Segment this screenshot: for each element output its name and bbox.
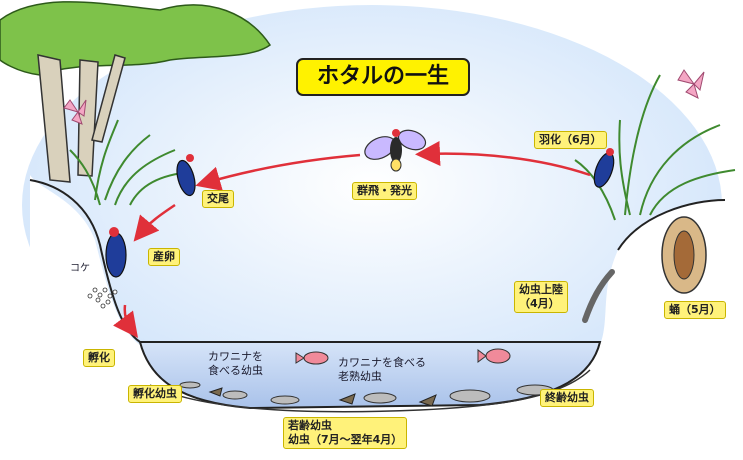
grass-right [574, 74, 736, 221]
pupa-cocoon [661, 216, 707, 294]
egg-laying-firefly [105, 227, 127, 278]
label-larva-landing: 幼虫上陸 （4月） [514, 281, 568, 313]
label-mating: 交尾 [202, 190, 234, 208]
mating-fireflies [176, 154, 196, 197]
landing-larva [582, 269, 615, 323]
swarm-firefly [364, 129, 427, 172]
lily-right [677, 69, 705, 99]
label-emergence: 羽化（6月） [534, 131, 607, 149]
arrow-mating-to-egg [133, 203, 176, 242]
arrow-egg-to-hatch [113, 304, 138, 339]
eggs [87, 287, 118, 309]
page-title: ホタルの一生 [296, 58, 470, 96]
fish-1 [295, 351, 329, 365]
label-pupa: 蛹（5月） [664, 301, 726, 319]
lily-left [63, 99, 87, 125]
label-larva-eating-snail: カワニナを 食べる幼虫 [208, 350, 263, 378]
lifecycle-arrows [113, 140, 591, 339]
label-swarm-glow: 群飛・発光 [352, 182, 417, 200]
label-final-larva: 終齢幼虫 [540, 389, 594, 407]
label-moss: コケ [70, 263, 90, 274]
bottom-larvae [179, 381, 554, 405]
grass-left [69, 119, 191, 206]
tree-left [0, 1, 272, 183]
arrow-emergence-to-swarm [415, 140, 591, 177]
label-young-larva: 若齢幼虫 幼虫（7月～翌年4月） [283, 417, 408, 449]
fish-2 [477, 348, 511, 364]
arrow-swarm-to-mating [195, 153, 361, 191]
label-hatching: 孵化 [83, 349, 115, 367]
label-hatched-larva: 孵化幼虫 [128, 385, 182, 403]
snails [208, 387, 437, 407]
emerged-firefly [593, 148, 615, 188]
label-mature-larva-eating: カワニナを食べる 老熟幼虫 [338, 356, 426, 384]
label-egg-laying: 産卵 [148, 248, 180, 266]
